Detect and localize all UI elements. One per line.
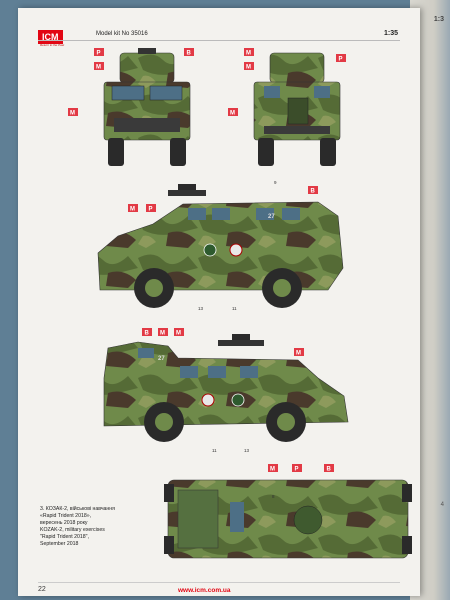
svg-text:M: M (246, 65, 251, 71)
svg-text:11: 11 (212, 448, 217, 453)
svg-text:27: 27 (158, 356, 165, 362)
svg-text:M: M (270, 467, 275, 473)
footer-divider (38, 582, 400, 583)
svg-text:B: B (311, 189, 316, 195)
instruction-page: ICM Return to the Past Model kit No 3501… (18, 8, 420, 596)
logo-tagline: Return to the Past (40, 43, 65, 47)
caption-line: 3. КОЗАК-2, військові навчання (40, 506, 115, 512)
right-side-view (103, 334, 349, 442)
svg-text:11: 11 (232, 306, 237, 311)
svg-text:M: M (160, 331, 165, 337)
caption-line: «Rapid Trident 2018», (40, 513, 92, 519)
caption-line: вересень 2018 року (40, 520, 88, 526)
svg-text:P: P (97, 51, 101, 57)
svg-text:9: 9 (274, 180, 277, 185)
front-view (103, 48, 191, 166)
svg-text:B: B (327, 467, 332, 473)
svg-text:27: 27 (268, 214, 275, 220)
vehicle-drawings: P M M B M M P M M P B B M M M M P B 9 13… (68, 48, 412, 559)
svg-text:P: P (339, 57, 343, 63)
rear-view (253, 52, 341, 166)
scheme-caption: 3. КОЗАК-2, військові навчання «Rapid Tr… (40, 506, 170, 548)
svg-text:M: M (176, 331, 181, 337)
website-link[interactable]: www.icm.com.ua (178, 587, 231, 594)
svg-text:M: M (130, 207, 135, 213)
next-page-scale: 1:3 (433, 16, 444, 23)
svg-text:B: B (187, 51, 192, 57)
svg-text:M: M (296, 351, 301, 357)
svg-text:13: 13 (198, 306, 204, 311)
svg-text:P: P (295, 467, 299, 473)
svg-text:P: P (149, 207, 153, 213)
caption-line: September 2018 (40, 541, 79, 547)
svg-text:8: 8 (272, 494, 275, 499)
next-page-number: 4 (440, 502, 444, 508)
svg-text:M: M (96, 65, 101, 71)
caption-line: KOZAK-2, military exercises (40, 527, 105, 533)
top-view (164, 479, 412, 559)
svg-text:13: 13 (244, 448, 250, 453)
scale-label: 1:35 (384, 30, 399, 37)
svg-text:M: M (70, 111, 75, 117)
page-number: 22 (38, 586, 46, 593)
header-divider (38, 40, 400, 41)
kit-number: Model kit No 35016 (96, 31, 148, 37)
svg-text:M: M (246, 51, 251, 57)
left-side-view (97, 184, 344, 308)
callout-numbers: 9 13 11 11 13 8 27 27 (158, 180, 277, 499)
svg-text:B: B (145, 331, 150, 337)
paint-markers: P M M B M M P M M P B B M M M M P B (68, 48, 346, 473)
svg-text:M: M (230, 111, 235, 117)
caption-line: "Rapid Trident 2018", (40, 534, 89, 540)
